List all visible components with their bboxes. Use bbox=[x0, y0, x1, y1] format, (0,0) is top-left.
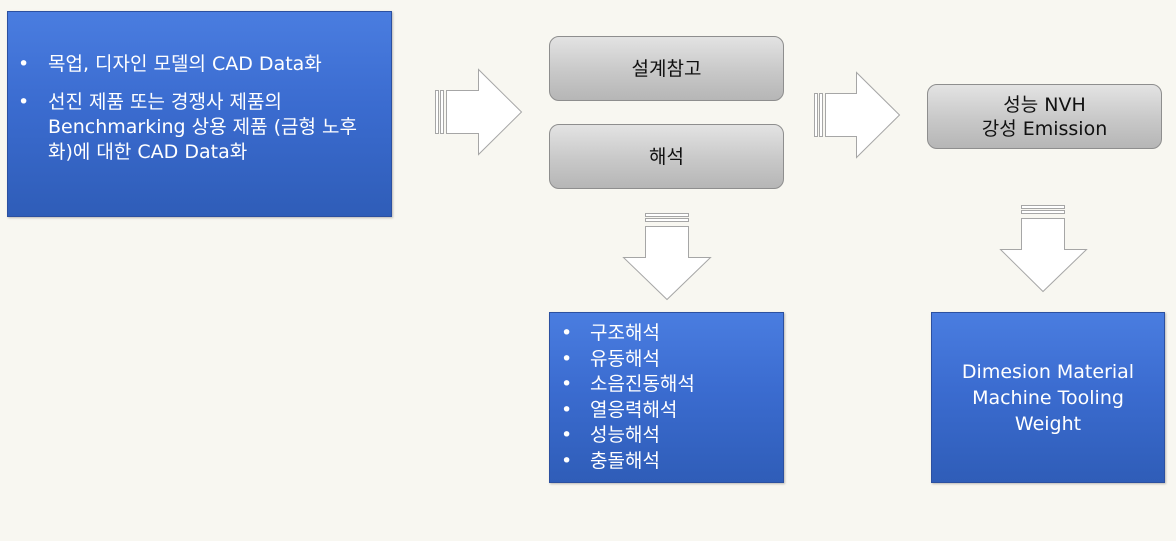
analysis-types-box: 구조해석 유동해석 소음진동해석 열응력해석 성능해석 충돌해석 bbox=[549, 312, 784, 483]
list-item: 선진 제품 또는 경쟁사 제품의 Benchmarking 상용 제품 (금형 … bbox=[8, 90, 381, 165]
performance-box: 성능 NVH 강성 Emission bbox=[927, 84, 1162, 149]
list-item: 열응력해석 bbox=[550, 398, 783, 424]
down-arrow-icon bbox=[622, 213, 712, 301]
analysis-label: 해석 bbox=[649, 145, 684, 168]
design-reference-label: 설계참고 bbox=[631, 57, 702, 80]
list-item: 충돌해석 bbox=[550, 449, 783, 475]
list-item: 유동해석 bbox=[550, 347, 783, 373]
source-data-box: 목업, 디자인 모델의 CAD Data화 선진 제품 또는 경쟁사 제품의 B… bbox=[7, 11, 392, 217]
list-item: 구조해석 bbox=[550, 321, 783, 347]
result-line-3: Weight bbox=[1014, 412, 1082, 435]
analysis-box: 해석 bbox=[549, 124, 784, 189]
right-arrow-icon bbox=[435, 68, 523, 156]
result-line-1: Dimesion Material bbox=[961, 360, 1135, 383]
design-reference-box: 설계참고 bbox=[549, 36, 784, 101]
list-item: 소음진동해석 bbox=[550, 372, 783, 398]
performance-line-2: 강성 Emission bbox=[981, 117, 1108, 140]
right-arrow-icon bbox=[814, 71, 901, 159]
source-data-list: 목업, 디자인 모델의 CAD Data화 선진 제품 또는 경쟁사 제품의 B… bbox=[8, 52, 381, 165]
analysis-types-list: 구조해석 유동해석 소음진동해석 열응력해석 성능해석 충돌해석 bbox=[550, 321, 783, 475]
result-box: Dimesion Material Machine Tooling Weight bbox=[931, 312, 1165, 483]
result-line-2: Machine Tooling bbox=[972, 386, 1124, 409]
list-item: 목업, 디자인 모델의 CAD Data화 bbox=[8, 52, 381, 77]
list-item: 성능해석 bbox=[550, 423, 783, 449]
performance-line-1: 성능 NVH bbox=[1003, 93, 1086, 116]
down-arrow-icon bbox=[999, 205, 1088, 293]
